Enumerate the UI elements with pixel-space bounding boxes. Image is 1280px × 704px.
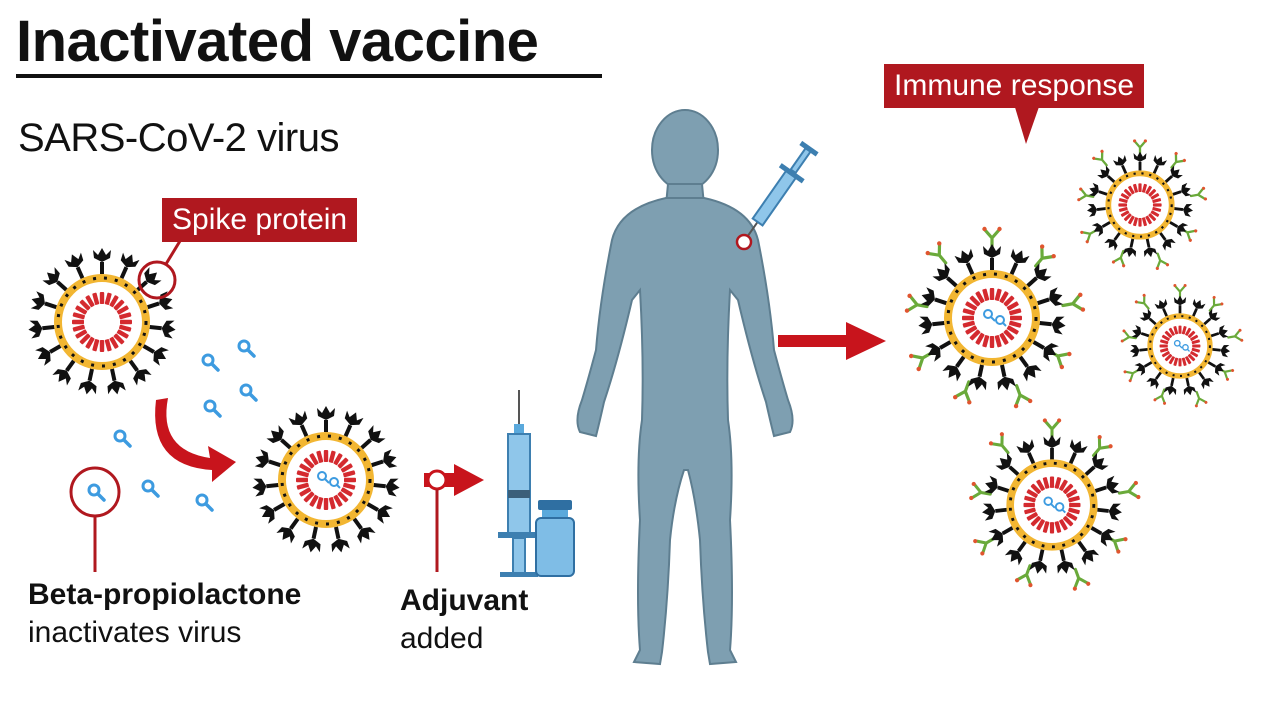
title-underline — [16, 74, 602, 78]
chemical-callout — [69, 466, 121, 572]
virus-icon — [27, 248, 176, 396]
inactivation-description: inactivates virus — [28, 616, 242, 649]
inactivation-agent: Beta-propiolactone — [28, 578, 302, 611]
adjuvant-title: Adjuvant — [400, 584, 529, 617]
spike-protein-label: Spike protein — [162, 198, 358, 242]
adjuvant-description: added — [400, 622, 484, 655]
subtitle: SARS-CoV-2 virus — [18, 116, 339, 160]
immune-response-label: Immune response — [884, 64, 1145, 108]
syringe-icon — [498, 390, 540, 577]
spike-callout-line — [164, 240, 182, 265]
human-body-icon — [576, 109, 794, 666]
inactivation-caption: Beta-propiolactone inactivates virus — [28, 576, 301, 652]
page-title: Inactivated vaccine — [16, 9, 539, 74]
immune-callout-pointer — [1014, 104, 1040, 144]
antibody-icon — [904, 139, 1243, 591]
spike-highlight-circle — [137, 260, 177, 300]
arrow-right-icon — [424, 464, 484, 572]
injection-syringe-icon — [735, 140, 819, 251]
curved-arrow-icon — [155, 398, 236, 482]
inactivated-virus-icon — [251, 406, 400, 554]
arrow-right-icon — [778, 322, 886, 360]
vial-icon — [535, 500, 575, 577]
adjuvant-caption: Adjuvant added — [400, 582, 528, 658]
